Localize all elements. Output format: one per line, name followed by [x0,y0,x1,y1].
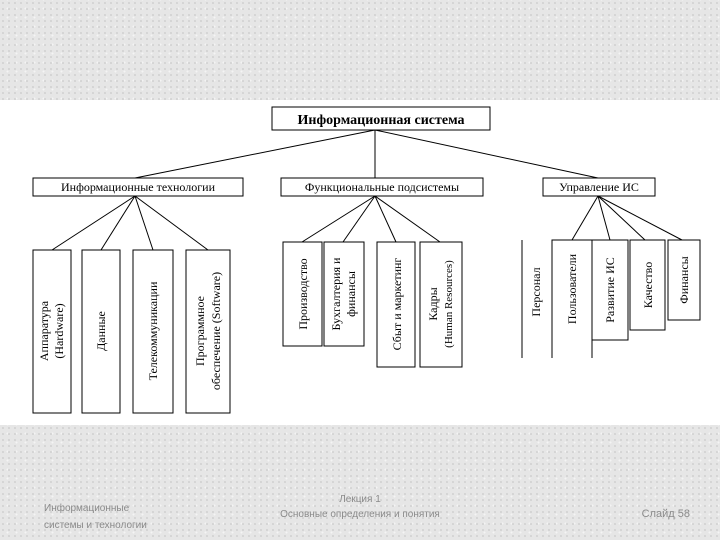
footer-lecture-topic: Основные определения и понятия [280,509,440,520]
footer-lecture-number: Лекция 1 [339,494,381,505]
footer-course-line2: системы и технологии [44,520,147,531]
item-box-development [591,239,629,341]
footer-lecture-title: Лекция 1 Основные определения и понятия [250,492,470,522]
root-box [271,106,491,131]
item-label-development: Развитие ИС [603,257,617,323]
slide-background-top [0,0,720,100]
item-label-software-2: обеспечение (Software) [209,272,223,390]
item-label-software-1: Программное [193,296,207,366]
item-box-quality [629,239,666,331]
item-label-marketing: Сбыт и маркетинг [390,258,404,351]
item-box-finance [667,239,701,321]
item-label-hr-2: (Human Resources) [443,260,455,348]
item-box-accounting [323,241,365,347]
item-label-data: Данные [94,311,108,351]
item-label-production: Производство [296,258,310,329]
group-box-func [280,177,484,197]
item-label-personnel: Персонал [529,267,543,316]
item-box-telecom [132,249,174,414]
slide-background-bottom [0,425,720,540]
footer-course-title: Информационные системы и технологии [44,500,184,534]
item-label-finance: Финансы [677,256,691,303]
item-box-data [81,249,121,414]
item-label-hardware-1: Аппаратура [37,300,51,361]
item-label-hr-1: Кадры [426,287,440,320]
root-title: Информационная система [297,113,464,128]
item-label-hardware-2: (Hardware) [52,303,66,358]
item-label-accounting-2: финансы [344,271,358,317]
item-box-hardware [32,249,72,414]
item-label-quality: Качество [641,262,655,309]
item-box-hr [419,241,463,368]
group-title-func: Функциональные подсистемы [305,180,459,194]
footer-slide-number: Слайд 58 [641,508,690,520]
group-title-it: Информационные технологии [61,180,216,194]
connector-root-right [374,129,599,179]
item-box-software [185,249,231,414]
footer-course-line1: Информационные [44,503,130,514]
connector-root-left [134,129,376,179]
item-box-marketing [376,241,416,368]
item-label-telecom: Телекоммуникации [146,281,160,380]
group-title-mgmt: Управление ИС [559,180,639,194]
group-box-it [32,177,244,197]
item-label-accounting-1: Бухгалтерия и [329,257,343,330]
item-box-production [282,241,323,347]
item-label-users: Пользователи [565,253,579,324]
